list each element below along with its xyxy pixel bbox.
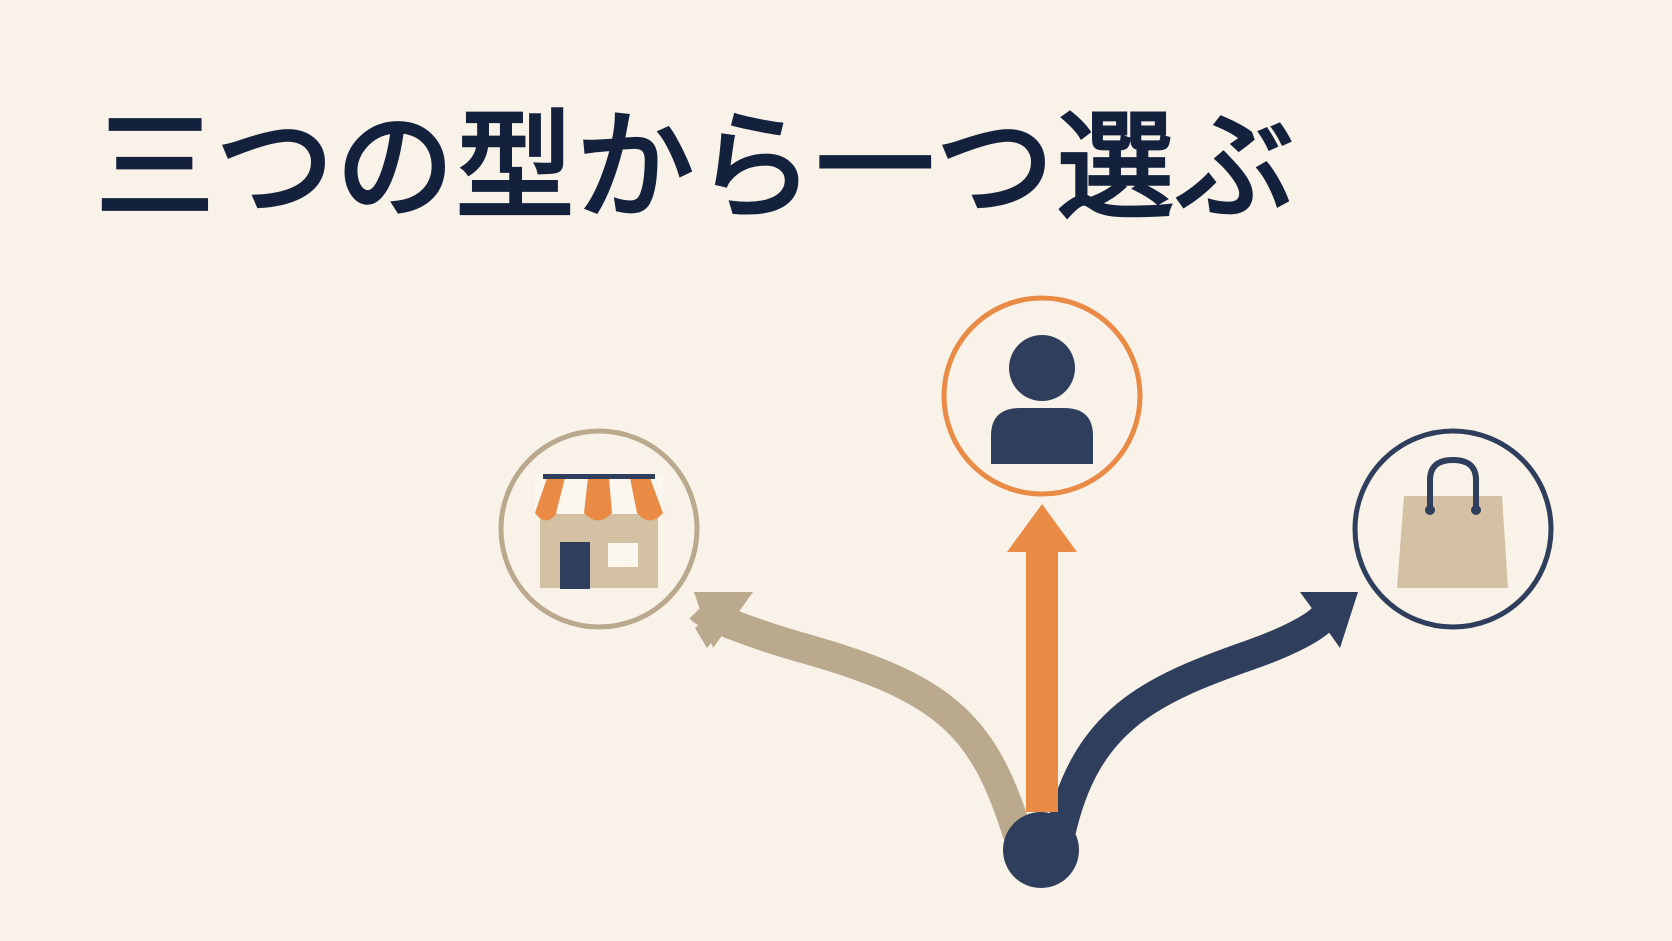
store-icon — [535, 474, 663, 589]
person-node[interactable] — [941, 295, 1143, 497]
store-node-ring — [498, 428, 700, 630]
origin-dot — [1003, 812, 1079, 888]
person-arrowhead — [1007, 504, 1077, 552]
path-to-shopping-bag — [1045, 606, 1339, 839]
store-arrow-tip — [694, 592, 753, 648]
path-to-person — [1026, 550, 1058, 812]
page-title: 三つの型から一つ選ぶ — [96, 97, 1297, 236]
person-icon — [991, 335, 1093, 464]
shopping-bag-node[interactable] — [1352, 428, 1554, 630]
path-to-store — [689, 596, 1033, 840]
shopping-bag-arrowhead — [1300, 592, 1358, 648]
shopping-bag-icon — [1397, 456, 1508, 588]
store-node[interactable] — [498, 428, 700, 630]
shopping-bag-node-ring — [1352, 428, 1554, 630]
person-node-ring — [941, 295, 1143, 497]
